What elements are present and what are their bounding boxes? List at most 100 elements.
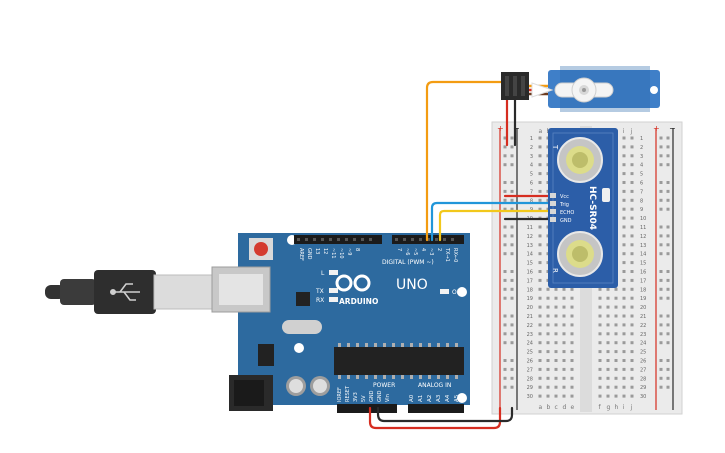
breadboard-hole[interactable] [554,376,558,380]
rail-hole[interactable] [503,234,507,238]
rail-hole[interactable] [659,385,663,389]
rail-hole[interactable] [666,296,670,300]
rail-hole[interactable] [510,287,514,291]
breadboard-hole[interactable] [546,341,550,345]
breadboard-hole[interactable] [546,323,550,327]
rail-hole[interactable] [510,296,514,300]
rail-hole[interactable] [666,341,670,345]
rail-hole[interactable] [510,376,514,380]
breadboard-hole[interactable] [546,305,550,309]
breadboard-hole[interactable] [630,359,634,362]
rail-hole[interactable] [666,314,670,318]
breadboard-hole[interactable] [630,278,634,282]
rail-hole[interactable] [503,198,507,202]
breadboard-hole[interactable] [538,172,542,176]
analog-header[interactable] [408,404,464,413]
rail-hole[interactable] [503,145,507,149]
breadboard-hole[interactable] [614,296,618,300]
rail-hole[interactable] [659,243,663,247]
breadboard-hole[interactable] [546,314,550,318]
breadboard-hole[interactable] [598,314,602,318]
rail-hole[interactable] [510,198,514,202]
breadboard-hole[interactable] [554,305,558,309]
breadboard-hole[interactable] [614,341,618,345]
rail-hole[interactable] [510,189,514,193]
breadboard-hole[interactable] [538,385,542,389]
breadboard-hole[interactable] [622,189,626,193]
breadboard-hole[interactable] [538,243,542,247]
breadboard-hole[interactable] [562,314,566,318]
rail-hole[interactable] [659,189,663,193]
rail-hole[interactable] [659,252,663,256]
power-header[interactable] [337,404,397,413]
breadboard-hole[interactable] [562,332,566,336]
breadboard-hole[interactable] [538,163,542,167]
breadboard-hole[interactable] [614,350,618,354]
breadboard-hole[interactable] [538,287,542,291]
breadboard-hole[interactable] [538,367,542,371]
rail-hole[interactable] [666,163,670,167]
breadboard-hole[interactable] [538,296,542,300]
rail-hole[interactable] [510,234,514,238]
rail-hole[interactable] [659,163,663,167]
breadboard-hole[interactable] [570,359,574,362]
rail-hole[interactable] [503,252,507,256]
breadboard-hole[interactable] [622,278,626,282]
rail-hole[interactable] [659,314,663,318]
breadboard-hole[interactable] [570,385,574,389]
breadboard-hole[interactable] [630,207,634,211]
rail-hole[interactable] [659,278,663,282]
rail-hole[interactable] [503,181,507,184]
rail-hole[interactable] [666,359,670,362]
rail-hole[interactable] [666,225,670,229]
breadboard-hole[interactable] [630,305,634,309]
breadboard-hole[interactable] [554,314,558,318]
breadboard-hole[interactable] [554,350,558,354]
breadboard-hole[interactable] [562,305,566,309]
rail-hole[interactable] [503,278,507,282]
rail-hole[interactable] [503,163,507,167]
breadboard-hole[interactable] [622,314,626,318]
breadboard-hole[interactable] [622,261,626,265]
breadboard-hole[interactable] [630,243,634,247]
rail-hole[interactable] [510,243,514,247]
breadboard-hole[interactable] [614,323,618,327]
breadboard-hole[interactable] [538,323,542,327]
breadboard-hole[interactable] [554,287,558,291]
breadboard-hole[interactable] [622,350,626,354]
rail-hole[interactable] [659,376,663,380]
rail-hole[interactable] [659,207,663,211]
breadboard-hole[interactable] [562,394,566,398]
breadboard-hole[interactable] [598,296,602,300]
rail-hole[interactable] [503,367,507,371]
breadboard-hole[interactable] [622,359,626,362]
breadboard-hole[interactable] [554,341,558,345]
breadboard-hole[interactable] [630,225,634,229]
breadboard-hole[interactable] [614,394,618,398]
breadboard-hole[interactable] [570,350,574,354]
breadboard-hole[interactable] [630,145,634,149]
breadboard-hole[interactable] [622,296,626,300]
breadboard-hole[interactable] [630,314,634,318]
breadboard-hole[interactable] [606,359,610,362]
breadboard-hole[interactable] [622,305,626,309]
rail-hole[interactable] [510,332,514,336]
breadboard-hole[interactable] [614,359,618,362]
rail-hole[interactable] [659,181,663,184]
breadboard-hole[interactable] [622,243,626,247]
breadboard-hole[interactable] [570,305,574,309]
breadboard-hole[interactable] [630,394,634,398]
breadboard-hole[interactable] [538,305,542,309]
breadboard-hole[interactable] [538,207,542,211]
breadboard-hole[interactable] [622,216,626,220]
breadboard-hole[interactable] [630,296,634,300]
breadboard-hole[interactable] [570,394,574,398]
breadboard-hole[interactable] [570,341,574,345]
breadboard-hole[interactable] [606,305,610,309]
breadboard-hole[interactable] [562,341,566,345]
breadboard-hole[interactable] [538,270,542,273]
breadboard-hole[interactable] [570,332,574,336]
breadboard-hole[interactable] [630,163,634,167]
rail-hole[interactable] [510,181,514,184]
breadboard-hole[interactable] [630,270,634,273]
